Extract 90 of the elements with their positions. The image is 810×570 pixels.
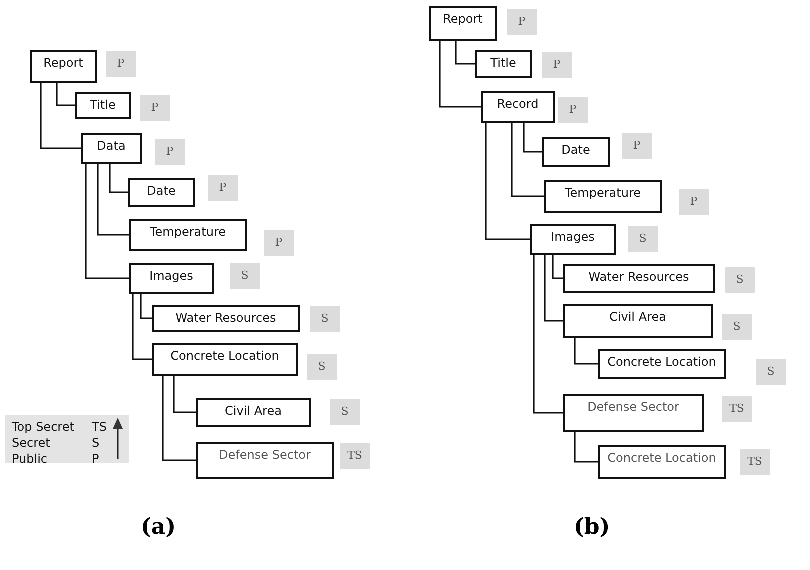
node-label: Record — [497, 98, 539, 110]
node-label: Civil Area — [610, 311, 666, 323]
classification-badge: P — [106, 51, 136, 77]
tree-connector — [173, 376, 196, 414]
tree-connector — [132, 294, 152, 360]
tree-node-box — [542, 137, 610, 167]
node-label: Temperature — [564, 187, 641, 199]
tree-connector — [511, 123, 544, 198]
classification-badge: P — [507, 9, 537, 35]
tree-node-box — [75, 92, 131, 119]
tree-node-box — [196, 398, 311, 427]
tree-node-box — [563, 394, 704, 432]
tree-connector — [40, 83, 81, 150]
tree-node-box — [30, 50, 97, 83]
node-label: Concrete Location — [608, 356, 716, 368]
node-label: Report — [44, 57, 84, 69]
tree-connector — [523, 123, 542, 153]
tree-node-box — [530, 224, 616, 255]
figure-caption: (a) — [141, 516, 176, 538]
classification-badge: S — [628, 226, 658, 252]
legend-text: S — [92, 437, 100, 449]
tree-node-box — [481, 91, 555, 123]
tree-connector — [574, 338, 598, 365]
node-label: Date — [562, 144, 590, 156]
node-label: Temperature — [150, 226, 226, 238]
node-label: Concrete Location — [170, 350, 280, 362]
legend-text: Public — [12, 453, 48, 465]
node-label: Concrete Location — [608, 452, 716, 464]
classification-badge: P — [140, 95, 170, 121]
tree-connector — [109, 164, 128, 194]
tree-node-box — [129, 219, 247, 251]
classification-badge: P — [679, 189, 709, 215]
classification-badge: P — [622, 133, 652, 159]
tree-node-box — [598, 349, 726, 379]
node-label: Water Resources — [588, 271, 690, 283]
classification-badge: S — [310, 306, 340, 332]
classification-badge: S — [756, 359, 786, 385]
tree-connector — [56, 83, 75, 106]
tree-node-box — [196, 442, 334, 479]
node-label: Title — [90, 99, 116, 111]
node-label: Data — [97, 140, 126, 152]
classification-badge: S — [725, 267, 755, 293]
tree-connector — [140, 294, 152, 320]
tree-node-box — [544, 180, 662, 213]
tree-connector — [533, 255, 563, 414]
classification-badge: P — [542, 52, 572, 78]
legend-text: TS — [92, 421, 107, 433]
tree-node-box — [152, 305, 300, 332]
tree-connector — [485, 123, 530, 240]
tree-node-box — [128, 178, 195, 207]
classification-badge: S — [307, 354, 337, 380]
node-label: Civil Area — [225, 405, 282, 417]
classification-badge: TS — [340, 443, 370, 469]
tree-node-box — [152, 343, 298, 376]
node-label: Images — [150, 270, 194, 282]
classification-badge: S — [330, 399, 360, 425]
tree-connector — [85, 164, 129, 280]
tree-connector — [162, 376, 196, 462]
node-label: Report — [443, 13, 483, 25]
classification-badge: TS — [740, 449, 770, 475]
classification-badge: TS — [722, 396, 752, 422]
legend-text: P — [92, 453, 100, 465]
node-label: Defense Sector — [219, 449, 311, 461]
tree-connector — [574, 432, 598, 463]
node-label: Images — [551, 231, 595, 243]
tree-connector — [544, 255, 563, 322]
classification-badge: S — [230, 263, 260, 289]
legend-text: Top Secret — [12, 421, 74, 433]
node-label: Date — [147, 185, 176, 197]
tree-connector — [455, 41, 475, 65]
legend-text: Secret — [12, 437, 50, 449]
classification-badge: P — [264, 230, 294, 256]
node-label: Water Resources — [176, 312, 276, 324]
tree-node-box — [129, 263, 214, 294]
classification-badge: P — [208, 175, 238, 201]
figure-caption: (b) — [574, 516, 610, 538]
node-label: Title — [490, 57, 516, 69]
classification-badge: P — [558, 97, 588, 123]
tree-connector — [552, 255, 563, 280]
tree-node-box — [563, 304, 713, 338]
classification-badge: S — [722, 314, 752, 340]
tree-connector — [97, 164, 129, 236]
node-label: Defense Sector — [588, 401, 680, 413]
tree-node-box — [563, 264, 715, 293]
classification-badge: P — [155, 139, 185, 165]
tree-connector — [439, 41, 481, 108]
tree-node-box — [475, 50, 532, 78]
tree-node-box — [429, 6, 497, 41]
tree-node-box — [81, 133, 142, 164]
tree-node-box — [598, 445, 726, 479]
